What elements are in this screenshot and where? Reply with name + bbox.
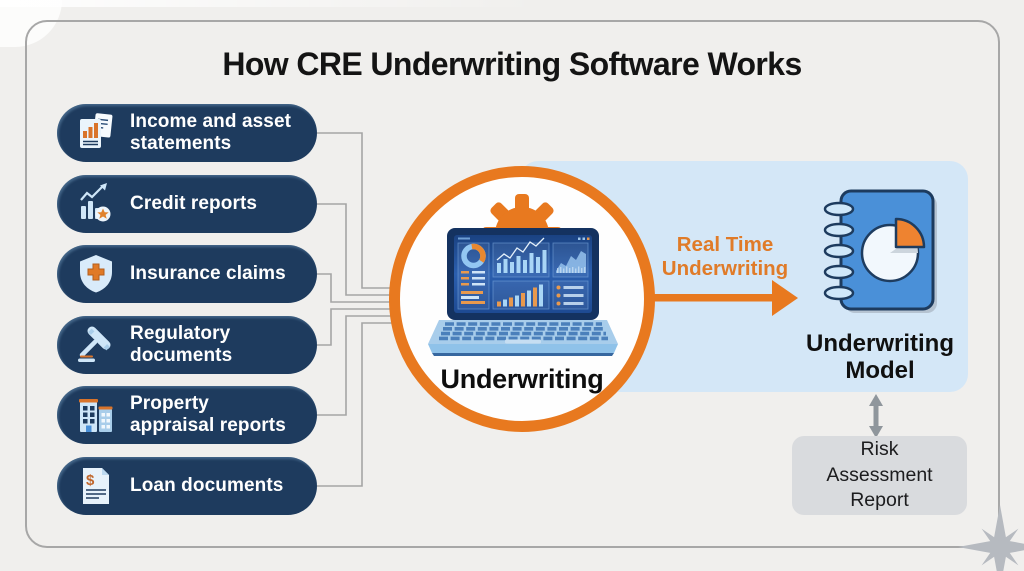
laptop-keyboard — [428, 320, 618, 356]
risk-assessment-report-label: Risk Assessment Report — [826, 438, 933, 512]
laptop-screen — [447, 228, 599, 320]
input-pill-insurance-claims: Insurance claims — [57, 245, 317, 303]
input-pill-label: Loan documents — [130, 475, 284, 497]
laptop-dashboard-with-gear-icon — [428, 194, 618, 356]
input-pill-label: Property appraisal reports — [130, 393, 286, 436]
input-pill-label: Insurance claims — [130, 263, 286, 285]
regulatory-documents-icon — [73, 322, 119, 368]
orange-right-arrow-icon — [652, 280, 798, 316]
property-appraisal-icon — [73, 392, 119, 438]
pie-chart-icon — [860, 217, 926, 283]
credit-reports-icon — [73, 181, 119, 227]
input-pill-label: Income and asset statements — [130, 111, 292, 154]
outer-frame — [25, 20, 1000, 548]
underwriting-label: Underwriting — [440, 364, 604, 394]
page-title: How CRE Underwriting Software Works — [222, 46, 802, 82]
input-pill-income-statements: Income and asset statements — [57, 104, 317, 162]
underwriting-model-label: Underwriting Model — [806, 330, 954, 385]
risk-assessment-report-box: Risk Assessment Report — [792, 436, 967, 515]
input-pill-label: Regulatory documents — [130, 323, 233, 366]
input-pill-credit-reports: Credit reports — [57, 175, 317, 233]
notebook-pie-chart-icon — [823, 189, 937, 313]
input-pill-loan-documents: $ Loan documents — [57, 457, 317, 515]
input-pill-label: Credit reports — [130, 193, 258, 215]
input-pill-property-appraisal: Property appraisal reports — [57, 386, 317, 444]
starburst-icon — [958, 505, 1024, 571]
double-headed-vertical-arrow-icon — [869, 394, 883, 438]
income-statements-icon — [73, 110, 119, 156]
input-pill-regulatory-documents: Regulatory documents — [57, 316, 317, 374]
svg-text:$: $ — [86, 472, 95, 489]
loan-documents-icon: $ — [73, 463, 119, 509]
top-highlight-strip — [0, 0, 540, 7]
realtime-underwriting-label: Real Time Underwriting — [661, 233, 789, 280]
insurance-claims-icon — [73, 251, 119, 297]
